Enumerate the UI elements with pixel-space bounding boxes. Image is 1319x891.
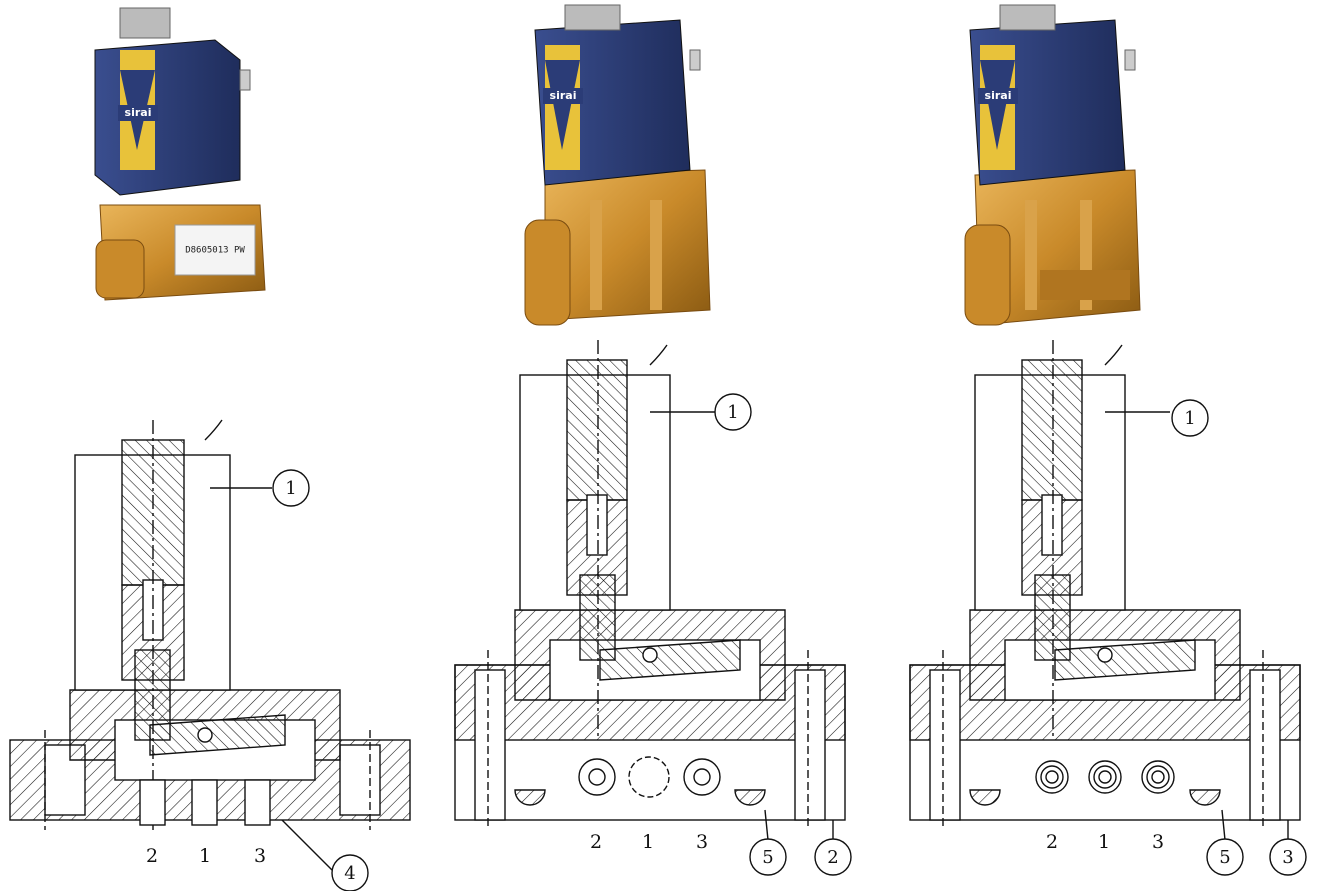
connector-clip: [564, 4, 621, 31]
section-drawing-3: [909, 340, 1307, 876]
sirai-logo: sirai: [125, 106, 152, 119]
port-label-2: 2: [590, 831, 602, 853]
connector-clip: [999, 4, 1056, 31]
section-drawing-2: [454, 340, 852, 876]
port-label-1: 1: [642, 831, 654, 853]
valve-photo-1: D8605013 PW sirai: [94, 7, 266, 301]
callout-1: 1: [285, 478, 296, 499]
port-label-2: 2: [146, 845, 158, 867]
section-drawing-1: [9, 419, 411, 891]
callout-1: 1: [1184, 408, 1195, 429]
port-label-3: 3: [696, 831, 708, 853]
callout-3: 3: [1282, 847, 1293, 868]
callout-5: 5: [762, 847, 773, 868]
valve-photo-3: sirai: [964, 4, 1141, 326]
valve-photo-2: sirai: [524, 4, 711, 326]
sirai-logo: sirai: [550, 89, 577, 102]
sirai-logo: sirai: [985, 89, 1012, 102]
port-label-3: 3: [254, 845, 266, 867]
callout-1: 1: [727, 402, 738, 423]
connector-clip: [119, 7, 171, 39]
nameplate: [174, 224, 256, 276]
nameplate-text: D8605013 PW: [185, 246, 245, 256]
port-label-1: 1: [199, 845, 211, 867]
port-label-3: 3: [1152, 831, 1164, 853]
callout-5: 5: [1219, 847, 1230, 868]
port-label-1: 1: [1098, 831, 1110, 853]
callout-4: 4: [344, 863, 355, 884]
port-label-2: 2: [1046, 831, 1058, 853]
callout-2: 2: [827, 847, 838, 868]
